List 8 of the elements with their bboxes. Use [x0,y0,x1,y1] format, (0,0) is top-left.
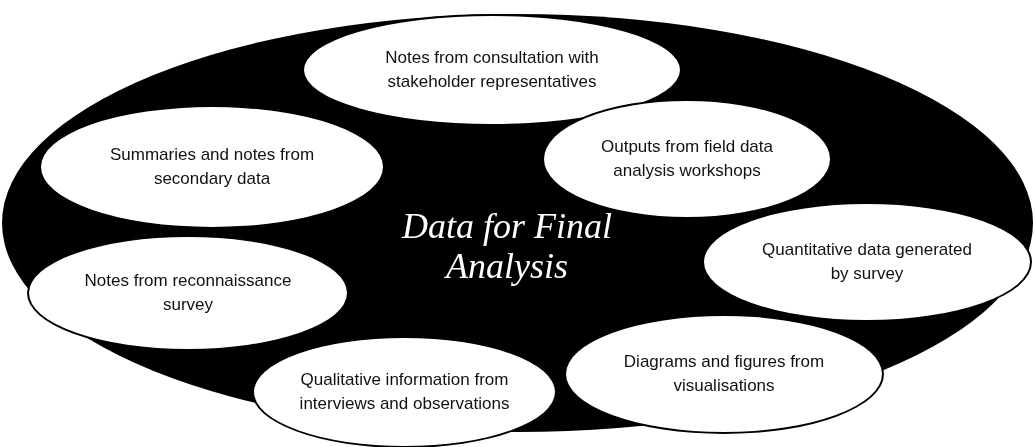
ellipse-label: Summaries and notes from secondary data [108,144,316,190]
ellipse-label: Diagrams and figures from visualisations [622,351,826,397]
center-title: Data for Final Analysis [400,206,613,286]
ellipse-label: Notes from consultation with stakeholder representatives [384,47,600,93]
ellipse-label: Qualitative information from interviews and observations [298,369,511,415]
ellipse-label: Outputs from field data analysis workshops [600,136,774,182]
ellipse-label: Notes from reconnaissance survey [83,270,293,316]
ellipse-label: Quantitative data generated by survey [761,239,973,285]
